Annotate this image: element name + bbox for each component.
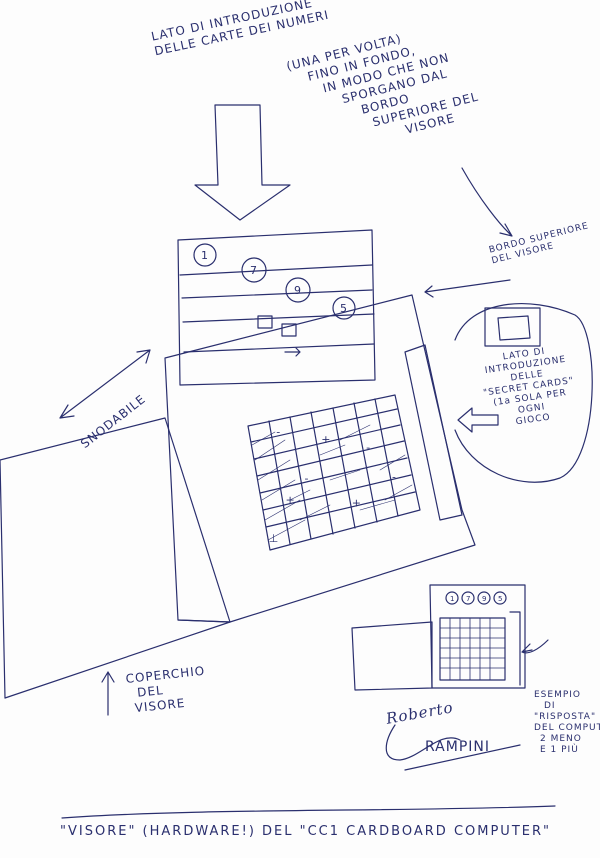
signature-surname: RAMPINI: [425, 739, 490, 755]
signature-scribble: [385, 724, 521, 771]
example-note-line: "RISPOSTA": [534, 712, 597, 722]
secret-cards-bubble: [454, 302, 593, 483]
example-note-line: DEL COMPUTER:: [534, 723, 600, 733]
example-note-line: 2 MENO: [540, 734, 582, 744]
grid-symbol: -: [305, 472, 310, 485]
viewer-body: [164, 294, 476, 623]
card-number: 5: [340, 302, 348, 315]
grid-symbol: +: [352, 497, 362, 510]
mini-card-number: 1: [450, 595, 455, 603]
card-number: 9: [294, 284, 302, 297]
number-card-strip: [177, 229, 376, 386]
mini-card-number: 7: [466, 595, 471, 603]
page-title: "VISORE" (HARDWARE!) DEL "CC1 CARDBOARD …: [60, 824, 551, 839]
example-note-line: ESEMPIO: [534, 690, 582, 700]
grid-symbol: -: [392, 470, 397, 483]
grid-symbols: -+--+-+⊥: [269, 425, 397, 545]
mini-card-number: 5: [498, 595, 503, 603]
card-number: 7: [250, 264, 258, 277]
mini-viewer: [351, 584, 526, 691]
grid-symbol: -: [276, 425, 281, 438]
grid-symbol: -: [366, 441, 371, 454]
secret-cards-note: LATO DI INTRODUZIONE DELLE "SECRET CARDS…: [478, 343, 579, 432]
grid-symbol: +: [286, 493, 296, 506]
example-note-line: DI: [544, 701, 556, 711]
example-note-line: E 1 PIÙ: [540, 745, 579, 755]
mini-card-number: 9: [482, 595, 487, 603]
example-note: ESEMPIO DI "RISPOSTA" DEL COMPUTER: 2 ME…: [534, 690, 600, 756]
lid-note: COPERCHIO DEL VISORE: [125, 664, 209, 717]
viewer-lid: [0, 417, 231, 699]
card-number: 1: [201, 249, 209, 262]
answer-grid: [247, 394, 421, 551]
grid-symbol: ⊥: [269, 532, 280, 545]
grid-symbol: +: [321, 433, 331, 446]
insert-arrow: [194, 104, 291, 221]
